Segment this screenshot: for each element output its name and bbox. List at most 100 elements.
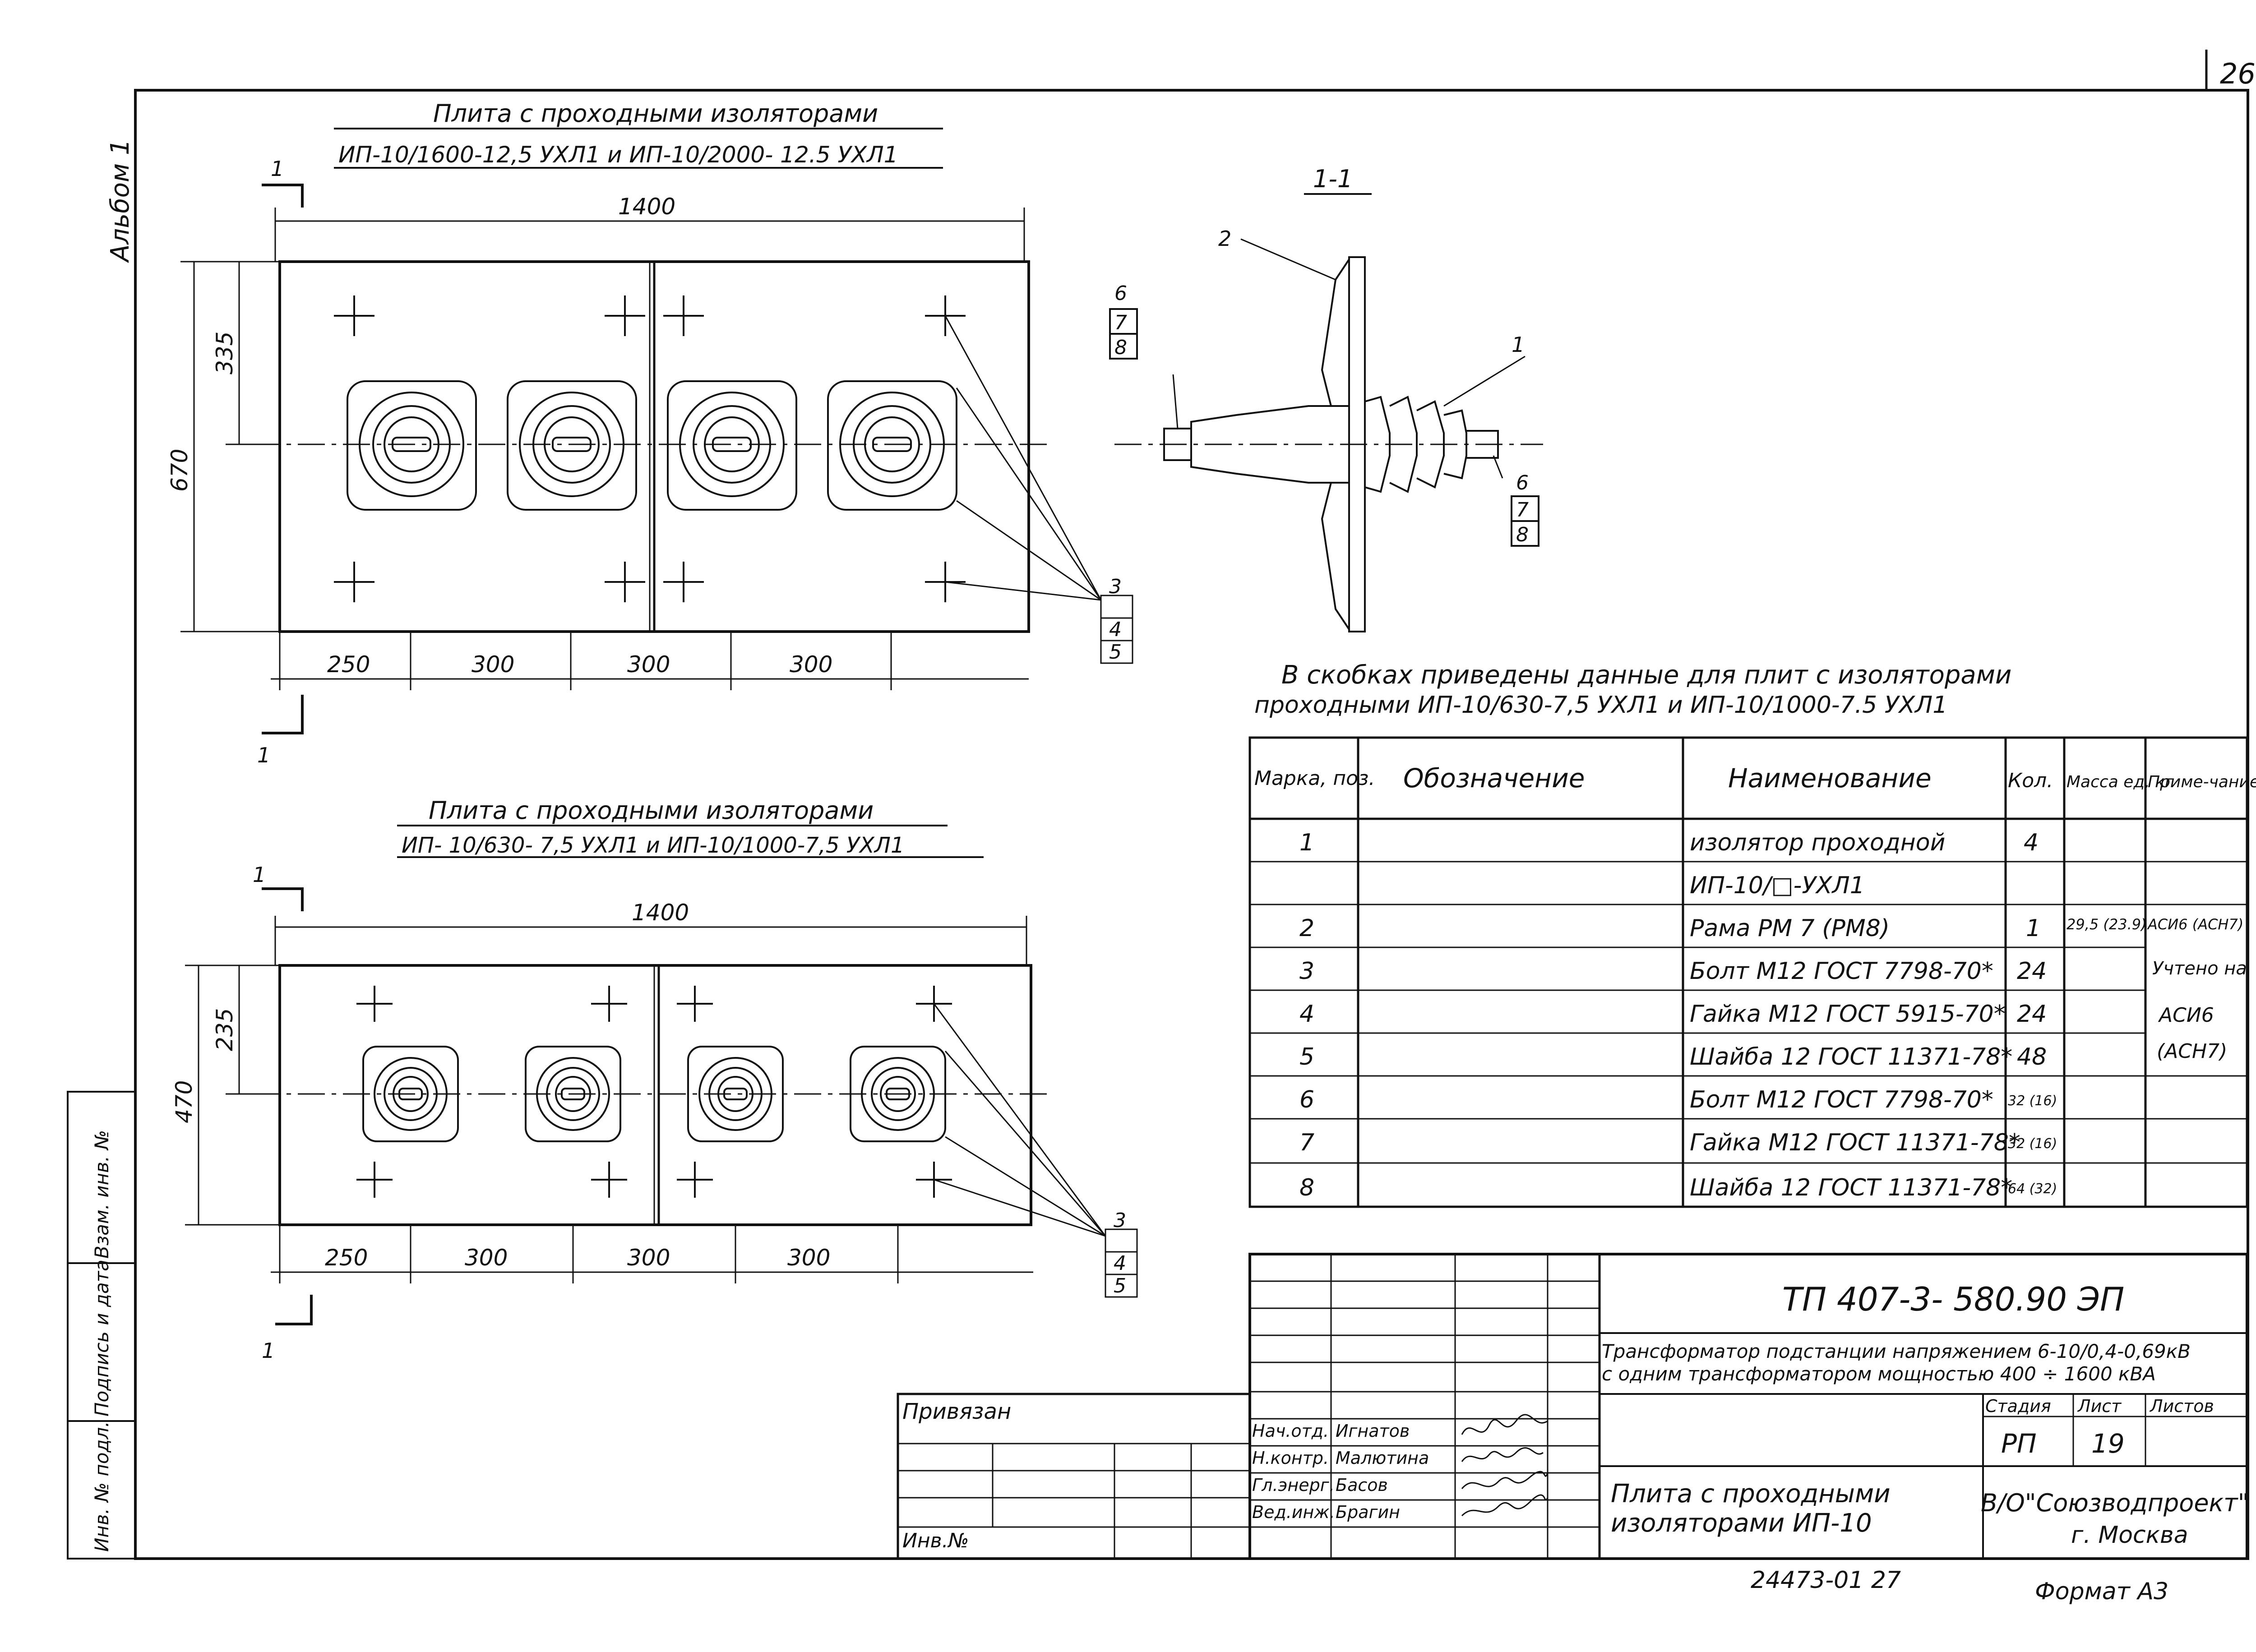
org-line-2: г. Москва <box>2071 1522 2188 1549</box>
row-5-pos: 5 <box>1299 1043 1314 1071</box>
plate1-dim-2: 300 <box>627 651 670 678</box>
row-6-name: Болт М12 ГОСТ 7798-70* <box>1690 1086 1993 1113</box>
row-4-qty: 24 <box>2017 1001 2047 1028</box>
section-callout-right-6: 6 <box>1516 471 1529 494</box>
section-label-1: 1 <box>1512 332 1525 357</box>
plate2-insulator-2 <box>525 1046 621 1142</box>
row-0-name: изолятор проходной <box>1690 829 1945 856</box>
privyazan-label: Привязан <box>902 1399 1011 1424</box>
plate2-section-bottom: 1 <box>262 1338 275 1363</box>
doc-desc-1: Трансформатор подстанции напряжением 6-1… <box>1602 1340 2191 1362</box>
row-6-qty: 32 (16) <box>2008 1093 2057 1109</box>
th-note: Приме-чание <box>2148 773 2256 791</box>
signer-3-role: Вед.инж. <box>1252 1502 1335 1522</box>
plate2-total-width: 1400 <box>632 900 689 926</box>
plate2-title-2: ИП- 10/630- 7,5 УХЛ1 и ИП-10/1000-7,5 УХ… <box>402 833 905 858</box>
row-4-name: Гайка М12 ГОСТ 5915-70* <box>1690 1001 2006 1028</box>
drawing-title-1: Плита с проходными <box>1611 1479 1891 1509</box>
note-line-1: В скобках приведены данные для плит с из… <box>1281 660 2011 690</box>
plate1-insulator-1 <box>347 380 477 511</box>
plate2-insulator-1 <box>362 1046 459 1142</box>
row-2-pos: 2 <box>1299 915 1314 942</box>
section-callout-left-6: 6 <box>1114 282 1127 305</box>
section-callout-left-8: 8 <box>1114 336 1127 359</box>
th-mass: Масса ед, кг <box>2066 773 2174 791</box>
title-block: ТП 407-3- 580.90 ЭП Трансформатор подста… <box>897 1253 2249 1560</box>
row-8-name: Шайба 12 ГОСТ 11371-78* <box>1690 1174 2012 1201</box>
row-4-note: АСИ6 <box>2158 1004 2214 1027</box>
plate2-callout-3: 3 <box>1114 1209 1126 1232</box>
row-2-mass: 29,5 (23.9) <box>2066 916 2147 933</box>
sheet-header: Лист <box>2077 1396 2122 1416</box>
signer-0-name: Игнатов <box>1336 1421 1410 1441</box>
plate2-callout-4: 4 <box>1114 1252 1126 1275</box>
plate1-drawing: Плита с проходными изоляторами ИП-10/160… <box>166 99 1133 767</box>
row-3-name: Болт М12 ГОСТ 7798-70* <box>1690 958 1993 985</box>
row-5-qty: 48 <box>2017 1043 2047 1071</box>
signer-1-name: Малютина <box>1336 1448 1429 1468</box>
plate2-dim-1: 300 <box>465 1245 508 1271</box>
plate1-dim-3: 300 <box>790 651 832 678</box>
plate2-section-top: 1 <box>253 863 266 887</box>
section-view: 1-1 6 <box>1109 165 1543 632</box>
plate1-dim-1: 300 <box>472 651 514 678</box>
org-line-1: В/О"Союзводпроект" <box>1981 1489 2249 1517</box>
note-line-2: проходными ИП-10/630-7,5 УХЛ1 и ИП-10/10… <box>1254 692 1947 719</box>
row-2-name: Рама РМ 7 (РМ8) <box>1690 915 1890 942</box>
plate1-insulator-4 <box>827 380 957 511</box>
spec-table: Марка, поз. Обозначение Наименование Кол… <box>1248 736 2256 1208</box>
archive-number: 24473-01 27 <box>1751 1567 1901 1594</box>
section-callout-right-8: 8 <box>1516 523 1529 546</box>
th-qty: Кол. <box>2008 769 2053 792</box>
row-3-qty: 24 <box>2017 958 2047 985</box>
row-5-name: Шайба 12 ГОСТ 11371-78* <box>1690 1043 2012 1071</box>
plate1-section-top: 1 <box>271 157 284 181</box>
row-3-pos: 3 <box>1299 958 1314 985</box>
plate1-title-1: Плита с проходными изоляторами <box>433 99 878 128</box>
plate2-body <box>278 964 1032 1226</box>
format-label: Формат А3 <box>2035 1578 2168 1605</box>
row-6-pos: 6 <box>1299 1086 1314 1113</box>
signer-0-role: Нач.отд. <box>1252 1421 1329 1441</box>
section-title: 1-1 <box>1313 165 1353 193</box>
stage-value: РП <box>2001 1428 2037 1459</box>
drawing-title-2: изоляторами ИП-10 <box>1611 1509 1872 1538</box>
plate2-dim-3: 300 <box>787 1245 830 1271</box>
plate1-height: 670 <box>166 449 193 492</box>
album-label: Альбом 1 <box>106 139 135 263</box>
plate2-title-1: Плита с проходными изоляторами <box>429 796 874 825</box>
row-2-note: АСИ6 (АСН7) <box>2147 916 2243 933</box>
sheet-value: 19 <box>2091 1428 2125 1459</box>
plate1-section-bottom: 1 <box>257 743 270 767</box>
plate2-drawing: Плита с проходными изоляторами ИП- 10/63… <box>171 796 1138 1363</box>
sheets-header: Листов <box>2149 1396 2214 1416</box>
page-number: 26 <box>2220 57 2256 90</box>
plate1-callout-3: 3 <box>1109 575 1122 598</box>
side-label-1: Подпись и дата <box>91 1260 113 1417</box>
plate2-insulator-4 <box>850 1046 946 1142</box>
row-1-name: ИП-10/□-УХЛ1 <box>1690 872 1865 899</box>
plate1-dim-0: 250 <box>327 651 370 678</box>
plate2-callout-5: 5 <box>1114 1274 1126 1297</box>
row-7-qty: 32 (16) <box>2008 1136 2057 1152</box>
th-designation: Обозначение <box>1403 763 1585 794</box>
row-7-name: Гайка М12 ГОСТ 11371-78* <box>1690 1129 2020 1156</box>
plate2-height: 470 <box>171 1080 197 1123</box>
signer-2-name: Басов <box>1336 1475 1388 1495</box>
th-pos: Марка, поз. <box>1254 767 1375 790</box>
th-name: Наименование <box>1728 763 1932 794</box>
row-4-pos: 4 <box>1299 1001 1314 1028</box>
row-8-pos: 8 <box>1299 1174 1314 1201</box>
binding-strip <box>67 1091 136 1560</box>
side-label-2: Инв. № подл. <box>91 1421 113 1552</box>
section-callout-right-7: 7 <box>1516 498 1529 521</box>
plate1-total-width: 1400 <box>618 194 675 220</box>
row-0-qty: 4 <box>2024 829 2039 856</box>
row-2-qty: 1 <box>2026 915 2041 942</box>
signer-1-role: Н.контр. <box>1252 1448 1329 1468</box>
plate1-callout-4: 4 <box>1109 618 1122 641</box>
plate2-half-height: 235 <box>212 1008 238 1051</box>
row-8-qty: 64 (32) <box>2008 1181 2057 1197</box>
plate1-callout-5: 5 <box>1109 641 1122 664</box>
signatures <box>1461 1414 1549 1517</box>
